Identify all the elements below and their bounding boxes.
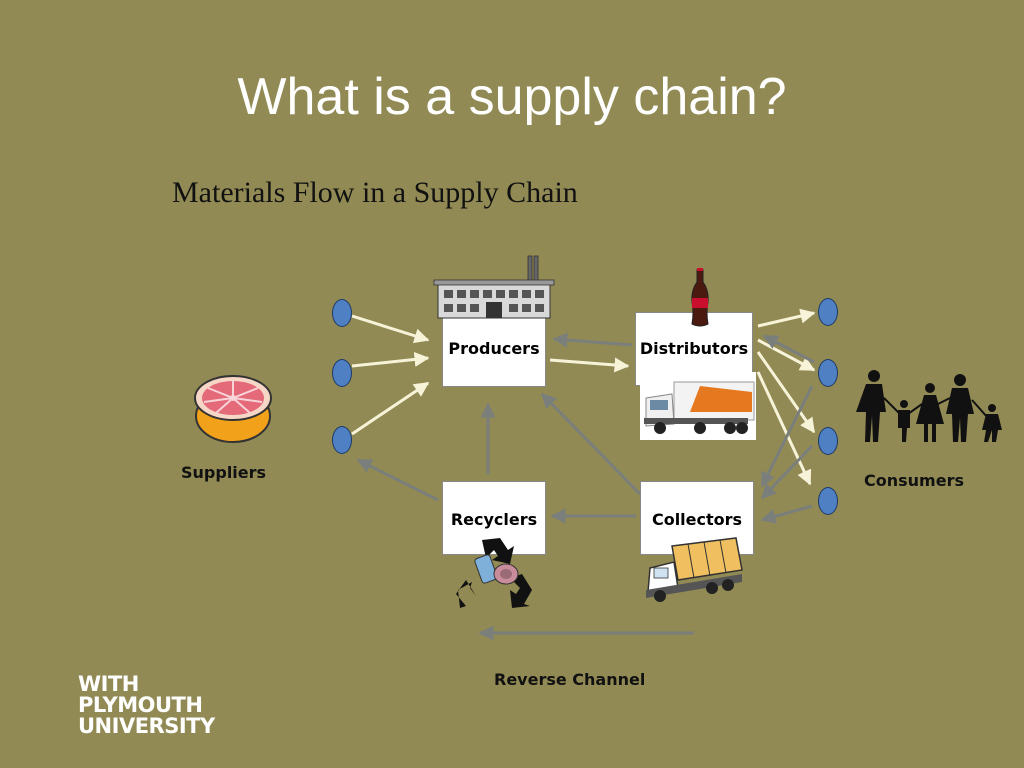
arrow-distributors-consumer1 — [757, 308, 816, 328]
arrow-supplier2-producers — [351, 351, 430, 368]
logo-line-3: UNIVERSITY — [78, 714, 215, 738]
arrow-supplier3-producers — [351, 381, 430, 436]
suppliers-label: Suppliers — [181, 463, 267, 482]
recycling-icon — [456, 538, 532, 608]
university-logo: WITH PLYMOUTH UNIVERSITY — [78, 674, 215, 737]
delivery-truck-icon — [640, 372, 756, 440]
arrow-consumer4-collectors — [760, 504, 813, 524]
producers-label: Producers — [448, 339, 540, 358]
producers-box: Producers — [442, 317, 546, 387]
arrow-consumer2-collectors — [760, 385, 814, 488]
grapefruit-icon — [194, 375, 272, 443]
recyclers-box: Recyclers — [442, 481, 546, 555]
arrow-collectors-producers — [540, 392, 642, 496]
arrow-recyclers-supplier — [356, 458, 439, 502]
reverse-channel-label: Reverse Channel — [494, 670, 646, 689]
consumer-node-1 — [818, 298, 838, 326]
arrow-distributors-consumer3 — [756, 351, 816, 434]
cola-bottle-icon — [691, 268, 709, 327]
logo-line-1: WITH — [78, 672, 139, 696]
arrow-consumer-distributors — [762, 334, 815, 364]
supplier-node-3 — [332, 426, 352, 454]
consumer-node-2 — [818, 359, 838, 387]
arrow-distributors-producers — [552, 332, 633, 348]
diagram-subtitle: Materials Flow in a Supply Chain — [172, 176, 578, 209]
consumers-label: Consumers — [864, 471, 964, 490]
arrow-supplier1-producers — [351, 314, 430, 344]
supplier-node-1 — [332, 299, 352, 327]
arrow-distributors-consumer4 — [756, 371, 812, 486]
logo-line-2: PLYMOUTH — [78, 693, 203, 717]
collection-truck-icon — [646, 537, 743, 602]
collectors-label: Collectors — [651, 510, 743, 529]
consumer-node-4 — [818, 487, 838, 515]
family-icon — [856, 370, 1002, 442]
arrow-producers-distributors — [549, 357, 630, 373]
arrow-consumer3-collectors — [760, 444, 814, 500]
distributors-label: Distributors — [639, 339, 749, 358]
recyclers-label: Recyclers — [450, 510, 538, 529]
consumer-node-3 — [818, 427, 838, 455]
slide-title: What is a supply chain? — [237, 68, 787, 126]
factory-icon — [433, 255, 555, 319]
supplier-node-2 — [332, 359, 352, 387]
